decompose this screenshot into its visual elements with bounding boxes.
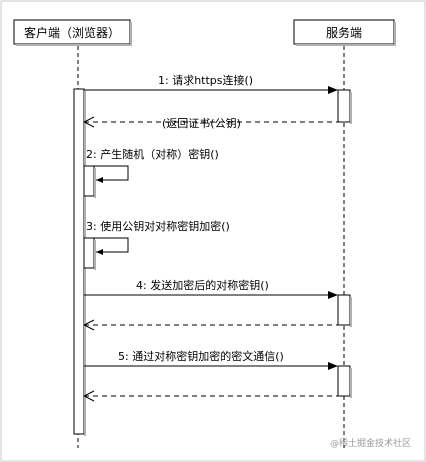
message-5-label: 4: 发送加密后的对称密钥() (136, 278, 269, 292)
message-1-label: 1: 请求https连接() (158, 74, 253, 87)
message-4-self-call (83, 237, 129, 270)
server-activation-1 (337, 89, 352, 124)
server-activation-3 (337, 365, 352, 398)
server-activation-2 (337, 294, 352, 327)
participant-client: 客户端（浏览器） (13, 19, 132, 46)
message-4-label: 3: 使用公钥对对称密钥加密() (86, 219, 230, 233)
message-3-self-call (83, 165, 129, 198)
participant-client-label: 客户端（浏览器） (24, 25, 120, 40)
message-3-label: 2: 产生随机（对称）密钥() (86, 147, 219, 161)
watermark-text: @稀土掘金技术社区 (330, 437, 411, 449)
client-activation (73, 88, 85, 435)
participant-server-label: 服务端 (326, 25, 362, 40)
message-6-label: 5: 通过对称密钥加密的密文通信() (118, 349, 284, 363)
participant-server: 服务端 (293, 19, 396, 46)
message-2-label: (返回证书(公钥) (162, 116, 241, 130)
